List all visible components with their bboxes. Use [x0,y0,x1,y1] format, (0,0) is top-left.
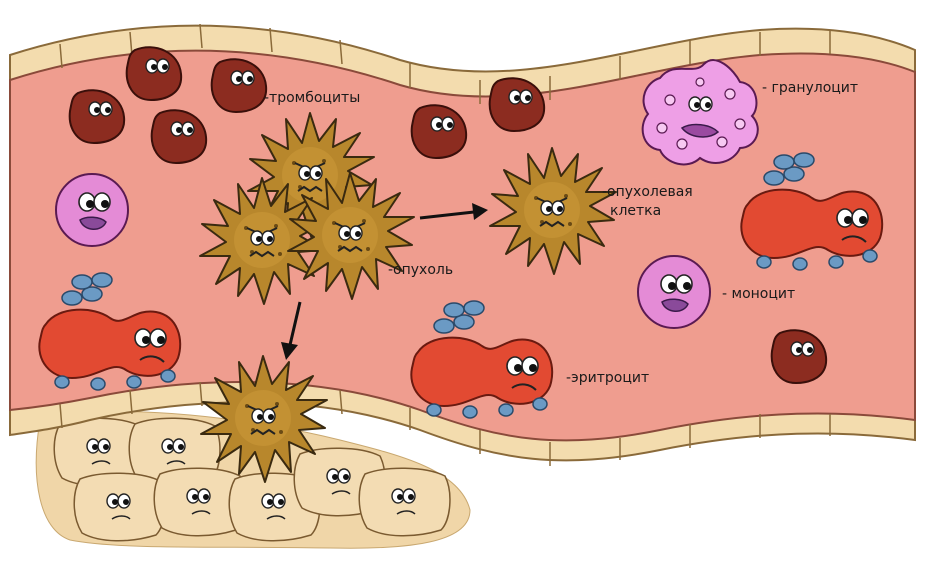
label-tumor-cell-2: клетка [610,203,662,219]
vessel-wall-segments [59,23,831,466]
label-monocyte: - моноцит [722,286,796,302]
tissue-cell [74,473,165,541]
label-tumor-cell: -опухолевая [602,184,693,200]
platelet [152,110,206,163]
granulocyte-cell [641,59,759,166]
platelet [412,105,466,158]
tissue-cell [359,468,450,536]
platelet [212,59,266,112]
monocyte-cell [638,256,710,328]
platelet [490,78,544,131]
platelet [772,330,826,383]
label-platelets: -тромбоциты [264,90,361,106]
label-tumor: -опухоль [388,262,454,278]
arrow-down [281,301,302,360]
label-granulocyte: - гранулоцит [762,80,859,96]
monocyte-cell [56,174,128,246]
platelet [127,47,181,100]
label-erythrocyte: -эритроцит [566,370,650,386]
platelet [70,90,124,143]
arrow-right [419,203,488,220]
